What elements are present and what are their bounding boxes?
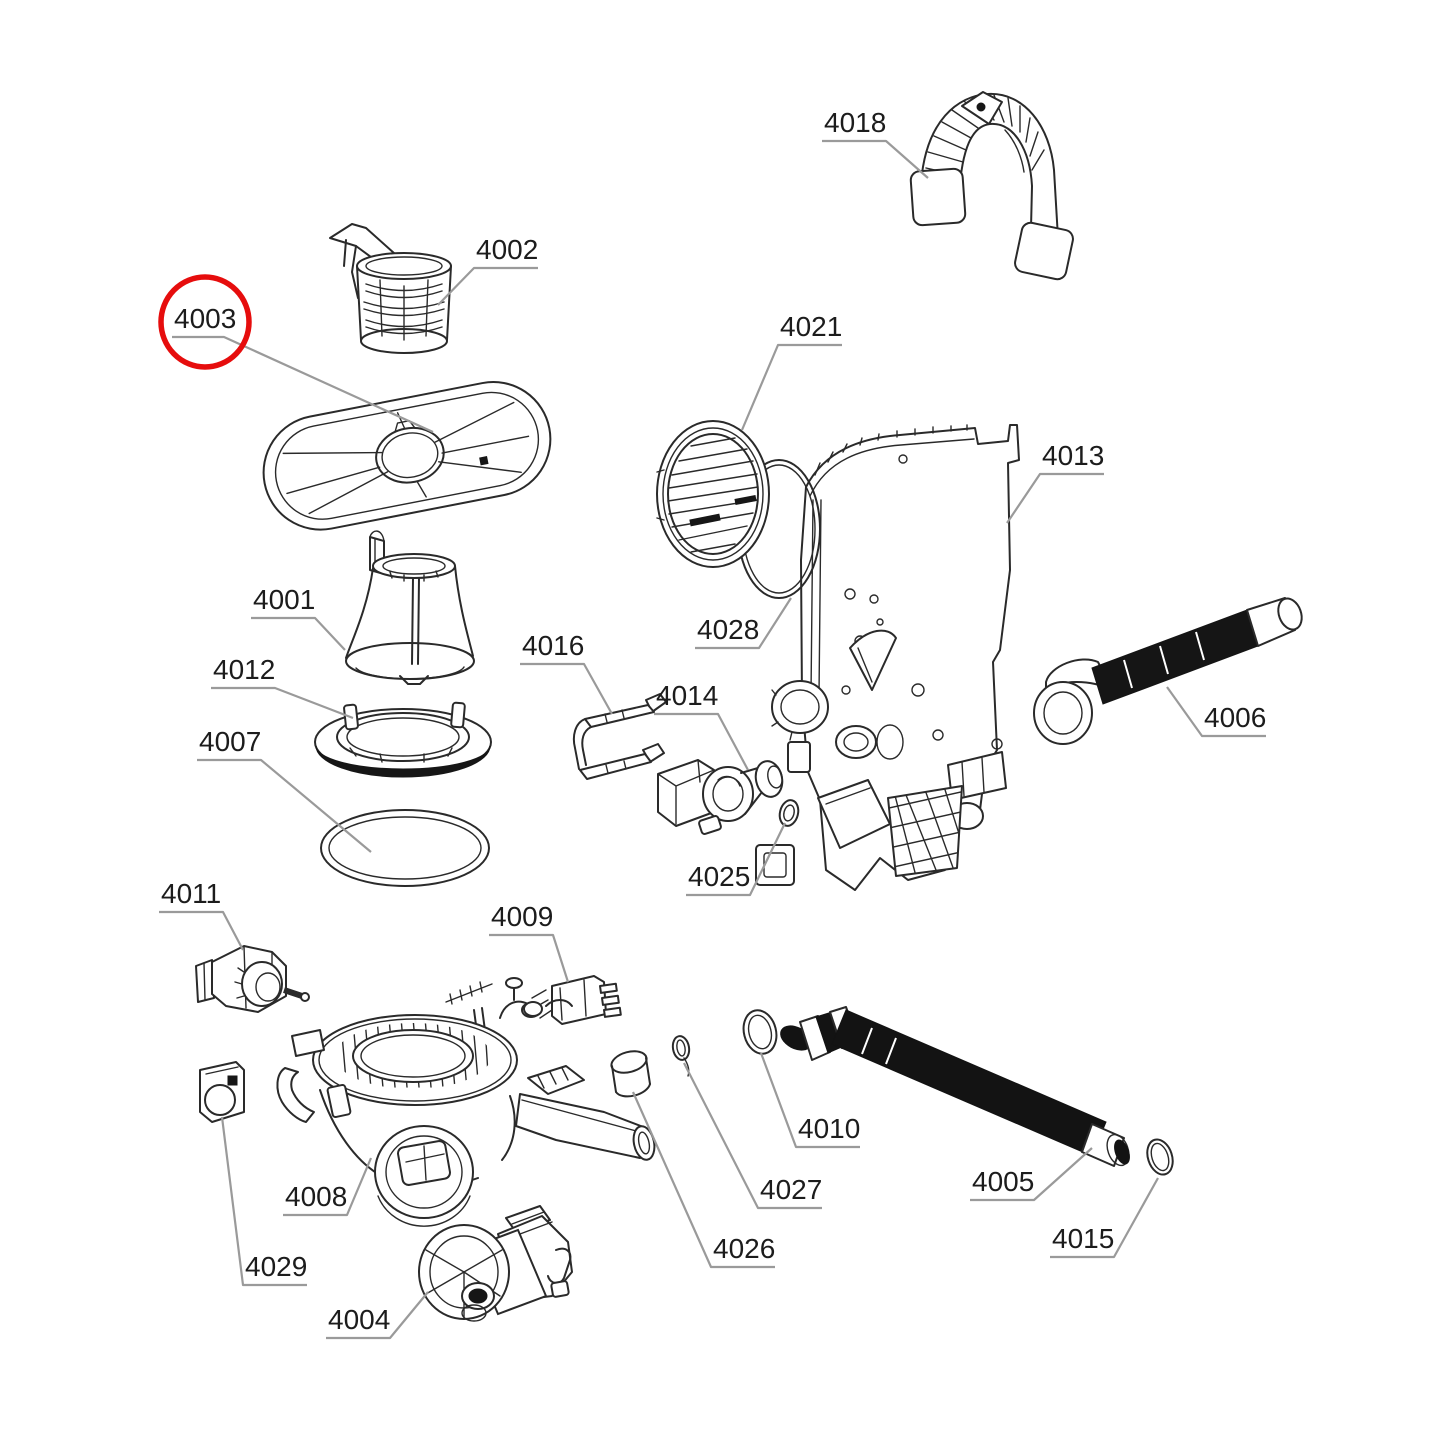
part-4005-drain-hose xyxy=(780,1006,1130,1167)
part-label-4018: 4018 xyxy=(824,107,886,138)
part-label-4015: 4015 xyxy=(1052,1223,1114,1254)
callout-4027: 4027 xyxy=(683,1062,822,1210)
callout-4001: 4001 xyxy=(251,584,346,651)
part-4006-sump-hose xyxy=(1033,597,1303,745)
part-4003-filter-plate xyxy=(262,381,552,531)
part-label-4027: 4027 xyxy=(760,1174,822,1205)
callout-4013: 4013 xyxy=(1006,440,1104,524)
callout-4006: 4006 xyxy=(1166,686,1266,738)
callout-4021: 4021 xyxy=(740,311,842,431)
part-4021-vent-grille xyxy=(656,420,770,568)
part-4009-switch xyxy=(521,975,622,1025)
part-label-4004: 4004 xyxy=(328,1304,390,1335)
callout-line-4018 xyxy=(822,139,929,179)
callout-line-4021 xyxy=(740,343,842,431)
callout-line-4015 xyxy=(1050,1177,1159,1259)
callout-line-4014 xyxy=(654,712,749,771)
part-label-4026: 4026 xyxy=(713,1233,775,1264)
callout-4026: 4026 xyxy=(631,1091,775,1269)
callout-4014: 4014 xyxy=(654,680,749,771)
part-label-4025: 4025 xyxy=(688,861,750,892)
callout-line-4002 xyxy=(437,266,538,306)
callout-4015: 4015 xyxy=(1050,1177,1159,1259)
part-4029-sensor-housing xyxy=(199,1061,245,1123)
callout-4012: 4012 xyxy=(211,654,354,720)
part-4001-coarse-filter xyxy=(345,530,475,685)
part-4010-oring xyxy=(742,1009,778,1055)
callout-4025: 4025 xyxy=(686,822,786,897)
callout-line-4025 xyxy=(686,822,786,897)
highlight-circle-4003 xyxy=(158,274,252,370)
part-label-4007: 4007 xyxy=(199,726,261,757)
part-label-4011: 4011 xyxy=(161,878,221,909)
part-4004-drain-pump xyxy=(418,1205,573,1322)
part-4025-oring xyxy=(778,799,800,827)
callout-4007: 4007 xyxy=(197,726,372,853)
part-label-4010: 4010 xyxy=(798,1113,860,1144)
callout-line-4004 xyxy=(326,1291,429,1340)
callout-line-4013 xyxy=(1006,472,1104,524)
part-4011-actuator-motor xyxy=(195,945,310,1013)
callout-line-4011 xyxy=(159,910,244,951)
part-4016-clip xyxy=(572,693,667,780)
callout-4005: 4005 xyxy=(970,1147,1093,1202)
part-4013-inlet-panel xyxy=(755,424,1020,891)
part-label-4001: 4001 xyxy=(253,584,315,615)
callout-4009: 4009 xyxy=(489,901,570,983)
callout-line-4007 xyxy=(197,758,372,853)
callout-4028: 4028 xyxy=(695,597,792,650)
part-label-4021: 4021 xyxy=(780,311,842,342)
callout-line-4026 xyxy=(631,1091,775,1269)
callout-4002: 4002 xyxy=(437,234,538,306)
part-4008-sump-assembly xyxy=(276,977,656,1227)
part-label-4005: 4005 xyxy=(972,1166,1034,1197)
part-4002-fine-filter xyxy=(329,223,452,354)
part-4007-sump-gasket xyxy=(320,809,490,887)
callout-4011: 4011 xyxy=(159,878,244,951)
callout-line-4029 xyxy=(220,1116,307,1287)
callout-line-4009 xyxy=(489,933,570,983)
part-4015-oring xyxy=(1146,1138,1174,1176)
callout-line-4028 xyxy=(695,597,792,650)
part-4014-inlet-valve xyxy=(657,759,784,835)
part-label-4013: 4013 xyxy=(1042,440,1104,471)
callout-line-4016 xyxy=(520,662,613,715)
callout-line-4008 xyxy=(283,1157,373,1217)
part-4026-cap xyxy=(610,1050,651,1098)
part-label-4006: 4006 xyxy=(1204,702,1266,733)
callout-line-4027 xyxy=(683,1062,822,1210)
part-label-4028: 4028 xyxy=(697,614,759,645)
callout-line-4003 xyxy=(172,335,434,434)
callout-4018: 4018 xyxy=(822,107,929,179)
part-label-4014: 4014 xyxy=(656,680,718,711)
callout-line-4005 xyxy=(970,1147,1093,1202)
part-label-4002: 4002 xyxy=(476,234,538,265)
part-4027-clip-ring xyxy=(671,1035,691,1077)
callout-4008: 4008 xyxy=(283,1157,373,1217)
part-label-4029: 4029 xyxy=(245,1251,307,1282)
part-label-4008: 4008 xyxy=(285,1181,347,1212)
callout-line-4001 xyxy=(251,616,346,651)
part-label-4016: 4016 xyxy=(522,630,584,661)
callout-4010: 4010 xyxy=(759,1052,860,1149)
part-label-4003: 4003 xyxy=(174,303,236,334)
callout-4004: 4004 xyxy=(326,1291,429,1340)
part-label-4012: 4012 xyxy=(213,654,275,685)
callout-4016: 4016 xyxy=(520,630,613,715)
part-4018-hose-elbow xyxy=(909,91,1074,281)
part-4012-filter-ring xyxy=(314,701,492,778)
callout-line-4010 xyxy=(759,1052,860,1149)
callout-line-4006 xyxy=(1166,686,1266,738)
part-label-4009: 4009 xyxy=(491,901,553,932)
callout-4029: 4029 xyxy=(220,1116,307,1287)
callout-line-4012 xyxy=(211,686,354,720)
callout-4003: 4003 xyxy=(158,274,434,434)
